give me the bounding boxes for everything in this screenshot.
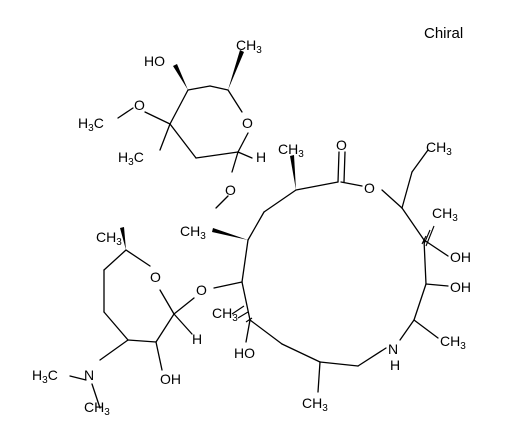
label-oh-macro-lower: HO [234, 345, 255, 361]
lower-methyl-wedge [120, 227, 126, 250]
label-ch3-ethyl: CH3 [426, 139, 452, 158]
label-h3c-methoxy: H3C [78, 115, 104, 134]
macrocycle-substituent-bonds [213, 149, 449, 393]
chirality-label: Chiral [424, 25, 463, 42]
label-ch3-right-upper: CH3 [432, 205, 458, 224]
label-o-glyco-lower: O [196, 282, 207, 298]
label-h-upper: H [256, 149, 266, 165]
label-o-ring-upper: O [242, 115, 253, 131]
label-ch3-top-right: CH3 [236, 37, 262, 56]
label-ch3-amine-lower: CH3 [84, 399, 110, 418]
label-o-lactone: O [364, 180, 375, 196]
label-ho-top: HO [144, 53, 165, 69]
label-o-carbonyl: O [336, 137, 347, 153]
label-h-lower: H [192, 331, 202, 347]
label-ch3-right-lower: CH3 [440, 333, 466, 352]
upper-hydroxy-wedge [173, 64, 188, 90]
upper-sugar-bonds [117, 85, 253, 209]
label-h3c-left-upper: H3C [118, 149, 144, 168]
upper-methyl-wedge [228, 50, 244, 90]
label-ch3-sugar-top: CH3 [96, 229, 122, 248]
label-ch3-bottom: CH3 [302, 395, 328, 414]
label-h3c-amine: H3C [32, 367, 58, 386]
label-ch3-left-mid: CH3 [180, 223, 206, 242]
hashed-bonds [231, 225, 435, 323]
macro-left-methyl-wedge [212, 228, 248, 240]
macrocycle-bonds [241, 151, 427, 367]
label-o-ring-lower: O [150, 269, 161, 285]
atom-labels: HO CH3 H3C O H3C O H O CH3 O O CH3 CH3 C… [32, 37, 471, 418]
label-ch3-macro-top: CH3 [278, 141, 304, 160]
label-nh: N [388, 341, 398, 357]
label-ch3-macro-mid: CH3 [212, 305, 238, 324]
label-oh-right-upper: OH [450, 249, 471, 265]
label-oh-right-lower: OH [450, 279, 471, 295]
lower-sugar-bonds [69, 249, 195, 409]
label-o-methoxy: O [134, 97, 145, 113]
label-oh-sugar-lower: OH [160, 371, 181, 387]
label-nh-h: H [390, 357, 400, 373]
macro-top-methyl-wedge [290, 155, 296, 190]
label-o-glyco-upper: O [225, 182, 236, 198]
label-n-amine: N [84, 367, 94, 383]
